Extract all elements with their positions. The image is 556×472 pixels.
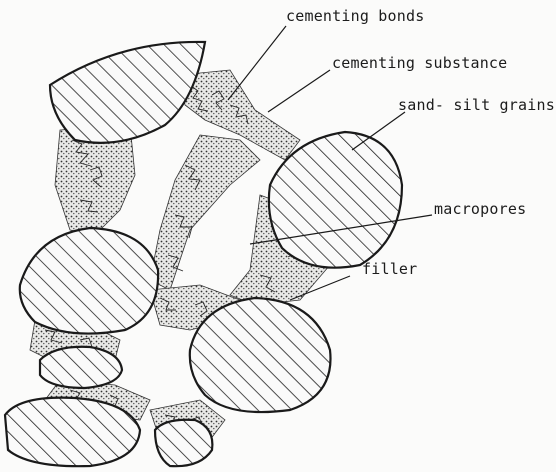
label-filler: filler (362, 260, 417, 278)
leader-cementing-bonds (228, 26, 286, 100)
grain-top-left (50, 42, 205, 143)
leader-cementing-substance (268, 70, 330, 112)
grain-small-left (40, 347, 122, 388)
grain-bottom-small (155, 420, 212, 466)
grain-bottom-left (5, 398, 140, 467)
label-cementing-bonds: cementing bonds (286, 7, 424, 25)
grain-left-middle (20, 228, 158, 334)
grain-right-lower (190, 298, 331, 412)
label-sand-silt-grains: sand- silt grains (398, 96, 555, 114)
label-macropores: macropores (434, 200, 526, 218)
label-cementing-substance: cementing substance (332, 54, 507, 72)
